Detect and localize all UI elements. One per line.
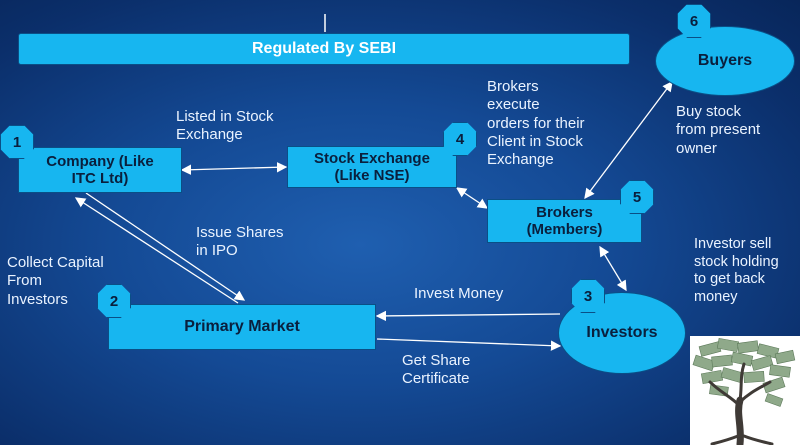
badge-5: 5 — [620, 180, 654, 214]
company-label-line2: ITC Ltd) — [71, 170, 129, 187]
brokers-label-line2: (Members) — [526, 221, 603, 238]
stock-exchange-label-line2: (Like NSE) — [334, 167, 410, 184]
badge-2: 2 — [97, 284, 131, 318]
arrow-invest-money — [375, 310, 561, 322]
note-invest-money: Invest Money — [414, 285, 504, 302]
sebi-banner-label: Regulated By SEBI — [251, 39, 397, 57]
note-investor-sell: Investor sell stock holding to get back … — [694, 236, 779, 306]
brokers-label-line1: Brokers — [536, 203, 593, 221]
node-stock-exchange: Stock Exchange (Like NSE) — [287, 146, 457, 188]
money-tree-icon — [690, 336, 800, 445]
node-brokers: Brokers (Members) — [487, 199, 642, 243]
node-primary-market: Primary Market — [108, 304, 376, 350]
badge-1: 1 — [0, 125, 34, 159]
badge-6: 6 — [677, 4, 711, 38]
arrow-share-certificate — [376, 338, 562, 351]
sebi-banner: Regulated By SEBI — [18, 33, 630, 65]
arrow-company-market-a — [74, 197, 239, 304]
note-listed-in-exchange: Listed in Stock Exchange — [176, 108, 274, 144]
arrow-exchange-brokers — [455, 187, 489, 209]
arrow-company-exchange — [180, 162, 288, 175]
badge-4: 4 — [443, 122, 477, 156]
note-collect-capital: Collect Capital From Investors — [7, 254, 104, 308]
buyers-label: Buyers — [697, 52, 753, 69]
note-get-share-certificate: Get Share Certificate — [402, 352, 471, 388]
node-buyers: Buyers — [655, 26, 795, 96]
note-issue-shares: Issue Shares in IPO — [196, 224, 284, 260]
note-buy-stock: Buy stock from present owner — [676, 103, 761, 157]
investors-label: Investors — [586, 324, 658, 341]
primary-market-label: Primary Market — [184, 317, 300, 335]
stock-exchange-label-line1: Stock Exchange — [314, 149, 430, 167]
arrow-company-market-b — [85, 192, 246, 301]
node-investors: Investors — [558, 292, 686, 374]
note-brokers-execute: Brokers execute orders for their Client … — [487, 78, 585, 169]
node-company: Company (Like ITC Ltd) — [18, 147, 182, 193]
badge-3: 3 — [571, 279, 605, 313]
arrow-brokers-buyers — [584, 80, 673, 200]
company-label-line1: Company (Like — [46, 152, 154, 170]
arrow-brokers-investors — [599, 245, 627, 292]
